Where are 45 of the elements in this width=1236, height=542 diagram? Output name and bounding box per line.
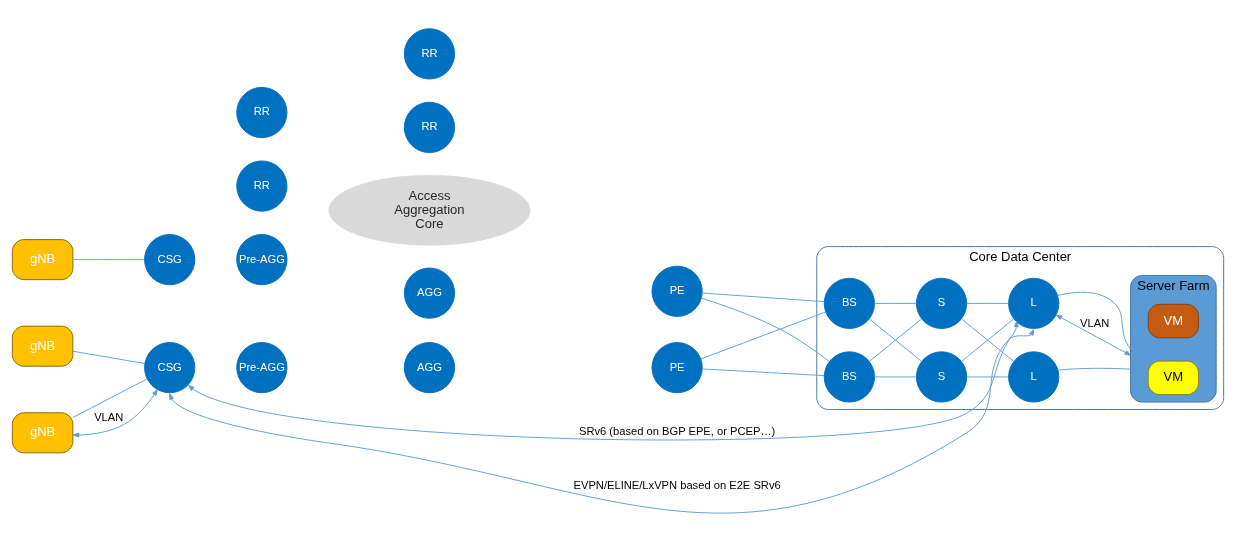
connector xyxy=(72,259,145,261)
connector xyxy=(700,311,826,360)
connector xyxy=(702,292,825,303)
node-circle: L xyxy=(1008,351,1060,403)
node-circle: S xyxy=(915,351,968,403)
node-circle: RR xyxy=(236,160,288,212)
connector xyxy=(869,318,922,362)
node-circle: RR xyxy=(236,86,288,139)
connector xyxy=(701,297,830,362)
edge-label: VLAN xyxy=(1080,317,1110,330)
connector xyxy=(1057,291,1131,350)
connector xyxy=(961,318,1015,362)
edge-label: EVPN/ELINE/LxVPN based on E2E SRv6 xyxy=(573,479,781,492)
node-box: VM xyxy=(1147,303,1199,339)
node-circle: Pre-AGG xyxy=(236,342,288,394)
node-box: VM xyxy=(1147,360,1199,396)
connector xyxy=(702,368,825,377)
node-box: gNB xyxy=(11,412,74,454)
node-circle: Pre-AGG xyxy=(236,234,288,286)
node-box: gNB xyxy=(11,239,74,281)
connector xyxy=(72,378,148,418)
node-circle: RR xyxy=(403,101,456,153)
node-ellipse: Access Aggregation Core xyxy=(328,174,531,246)
node-circle: AGG xyxy=(403,267,456,319)
node-circle: BS xyxy=(823,351,875,403)
node-circle: PE xyxy=(651,265,703,317)
connector xyxy=(966,302,1009,304)
connector xyxy=(966,376,1009,378)
node-circle: S xyxy=(915,277,968,329)
node-circle: AGG xyxy=(403,342,456,394)
connector xyxy=(72,350,146,364)
arrow xyxy=(1055,314,1131,356)
node-circle: CSG xyxy=(144,234,196,286)
edge-label: VLAN xyxy=(94,411,124,424)
node-circle: BS xyxy=(823,277,875,329)
edge-label: SRv6 (based on BGP EPE, or PCEP…) xyxy=(578,425,776,438)
connector xyxy=(874,376,917,378)
arrow xyxy=(187,320,1019,441)
node-circle: PE xyxy=(651,342,703,394)
node-box: gNB xyxy=(11,325,74,367)
connector xyxy=(1057,367,1131,371)
arrow xyxy=(72,389,158,438)
arrow xyxy=(169,329,1035,514)
connector xyxy=(874,302,917,304)
node-circle: RR xyxy=(403,28,456,80)
